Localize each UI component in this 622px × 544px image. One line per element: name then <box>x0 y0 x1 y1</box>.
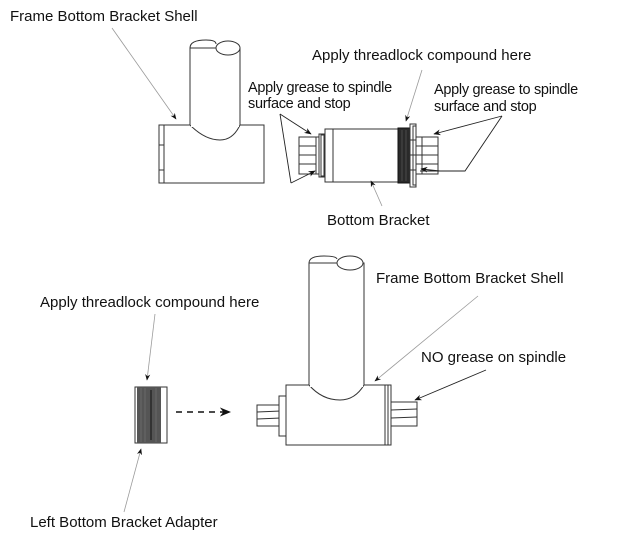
spline-line <box>256 417 282 420</box>
seat-tube-opening <box>336 255 364 271</box>
label-threadlock-top: Apply threadlock compound here <box>312 47 531 64</box>
leader-left-adapter <box>123 448 142 513</box>
label-no-grease: NO grease on spindle <box>421 349 566 366</box>
adapter-threads <box>137 387 161 443</box>
seat-tube <box>189 47 241 141</box>
leader-grease-left-stem <box>279 113 292 184</box>
label-frame-shell-top: Frame Bottom Bracket Shell <box>10 8 198 25</box>
leader-grease-right-stem <box>420 115 503 172</box>
seat-tube <box>308 262 365 401</box>
label-left-adapter: Left Bottom Bracket Adapter <box>30 514 218 531</box>
spline-line <box>390 416 418 419</box>
leader-grease-left-upper <box>279 113 312 135</box>
label-grease-left-line1: Apply grease to spindle <box>248 80 392 96</box>
label-threadlock-bottom: Apply threadlock compound here <box>40 294 259 311</box>
label-grease-right-line2: surface and stop <box>434 99 537 115</box>
spline-line <box>256 410 282 413</box>
cartridge-body <box>324 128 400 183</box>
frame-shell-top <box>158 39 265 184</box>
left-spindle <box>256 404 282 427</box>
threaded-section <box>397 127 412 184</box>
seat-tube-top-edge <box>308 255 338 264</box>
left-cup <box>278 395 287 437</box>
leader-no-grease <box>414 369 487 401</box>
label-frame-shell-bottom: Frame Bottom Bracket Shell <box>376 270 564 287</box>
bottom-assembly: Apply threadlock compound here Left Bott… <box>30 255 566 531</box>
left-bottom-bracket-adapter <box>134 386 168 444</box>
top-assembly: Frame Bottom Bracket Shell <box>10 8 578 229</box>
label-bottom-bracket: Bottom Bracket <box>327 212 430 229</box>
frame-shell-bottom <box>256 255 418 446</box>
shell-face <box>158 124 165 184</box>
spline-line <box>390 408 418 411</box>
seat-tube-opening <box>215 40 241 56</box>
leader-bottom-bracket <box>370 180 383 207</box>
leader-frame-shell-top <box>111 27 177 120</box>
bottom-bracket-cartridge <box>298 123 439 188</box>
right-spindle <box>390 401 418 427</box>
leader-threadlock-bottom <box>145 313 156 381</box>
seat-tube-join-mask <box>310 384 363 387</box>
label-grease-left-line2: surface and stop <box>248 96 351 112</box>
leader-grease-right-upper <box>433 115 503 136</box>
leader-grease-right-lower <box>420 166 441 173</box>
seat-tube-top-edge <box>189 39 217 49</box>
leader-frame-shell-bottom <box>374 295 479 382</box>
leader-threadlock-top <box>405 69 423 122</box>
leader-grease-left-lower <box>290 170 316 184</box>
left-cup-seal <box>320 134 325 177</box>
label-grease-right-line1: Apply grease to spindle <box>434 82 578 98</box>
seat-tube-join-mask <box>191 124 239 127</box>
